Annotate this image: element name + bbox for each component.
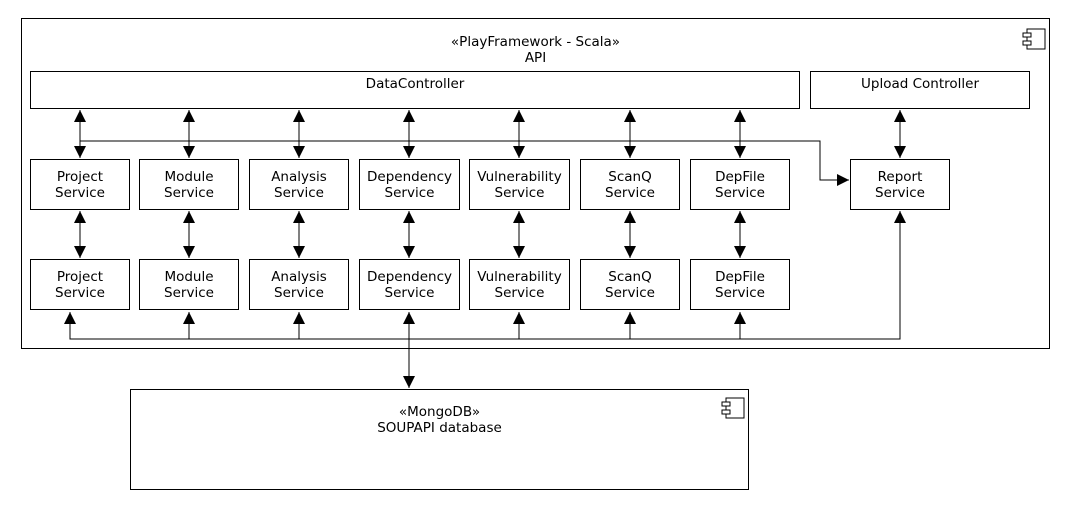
data-controller-label: DataController — [365, 76, 465, 92]
db-name: SOUPAPI database — [377, 420, 502, 436]
mongodb-component: «MongoDB» SOUPAPI database — [130, 389, 749, 490]
link-dc-report — [80, 140, 849, 186]
component-icon — [721, 397, 745, 419]
upload-controller-label: Upload Controller — [861, 76, 979, 92]
upload-controller: Upload Controller — [810, 71, 1030, 109]
link-report-bus — [64, 211, 906, 340]
db-stereotype: «MongoDB» — [398, 404, 481, 420]
api-stereotype: «PlayFramework - Scala» — [450, 34, 621, 50]
api-name: API — [524, 50, 547, 66]
data-controller: DataController — [30, 71, 800, 109]
component-icon — [1022, 28, 1046, 50]
